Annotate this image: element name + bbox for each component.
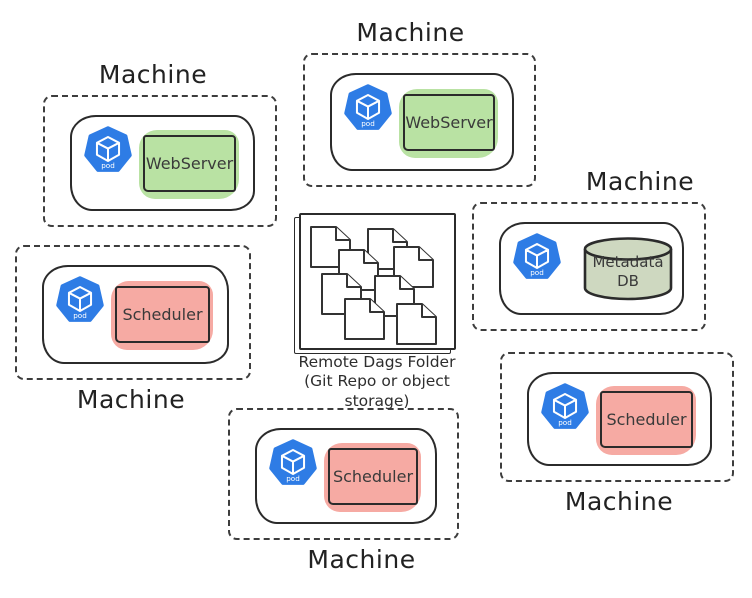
scheduler-box: Scheduler	[596, 385, 696, 455]
pod-icon: pod	[269, 439, 317, 485]
scheduler-label: Scheduler	[332, 466, 414, 486]
scheduler-frame	[600, 390, 693, 448]
machine-label: Machine	[585, 167, 695, 196]
pod-icon-label: pod	[558, 418, 572, 427]
document-icon	[396, 303, 437, 345]
scheduler-box: Scheduler	[324, 442, 421, 512]
scheduler-box: Scheduler	[111, 281, 213, 350]
pod-icon: pod	[513, 233, 561, 279]
webserver-box: WebServer	[139, 129, 239, 199]
webserver-frame	[143, 134, 236, 192]
machine-node: pod Scheduler	[255, 428, 437, 524]
pod-icon-label: pod	[101, 161, 115, 170]
pod-icon: pod	[56, 276, 104, 322]
machine-label: Machine	[98, 60, 208, 89]
pod-icon-label: pod	[361, 119, 375, 128]
document-icon	[393, 246, 434, 288]
dags-folder-caption: Remote Dags Folder (Git Repo or object s…	[298, 353, 456, 410]
machine-label: Machine	[307, 545, 416, 574]
dags-folder-panel	[299, 213, 456, 350]
pod-icon: pod	[84, 126, 132, 172]
machine-right: Machine pod Metadata DB	[472, 167, 706, 331]
pod-icon: pod	[344, 84, 392, 130]
scheduler-fill	[324, 442, 421, 512]
machine-mid-left: Machine pod Scheduler	[15, 245, 251, 414]
scheduler-frame	[115, 286, 210, 343]
machine-node: pod WebServer	[330, 73, 514, 171]
metadata-db-cylinder: Metadata DB	[582, 236, 674, 302]
machine-node: pod Scheduler	[42, 265, 229, 364]
machine-top-left: Machine pod WebServer	[43, 60, 277, 227]
webserver-frame	[403, 93, 495, 151]
pod-icon-label: pod	[530, 268, 544, 277]
machine-bottom-right: Machine pod Scheduler	[500, 352, 734, 516]
cylinder-icon	[583, 236, 673, 300]
webserver-label: WebServer	[405, 112, 493, 132]
machine-top-center: Machine pod WebServer	[303, 18, 536, 187]
machine-label: Machine	[356, 18, 465, 47]
pod-icon: pod	[541, 383, 589, 429]
metadata-db-label: Metadata DB	[592, 252, 664, 291]
pod-icon-label: pod	[73, 311, 87, 320]
webserver-fill	[399, 88, 498, 158]
scheduler-label: Scheduler	[122, 305, 203, 324]
pod-icon-label: pod	[286, 474, 300, 483]
webserver-fill	[139, 129, 239, 199]
machine-bottom-center: Machine pod Scheduler	[228, 408, 459, 574]
machine-label: Machine	[564, 487, 674, 516]
machine-node: pod WebServer	[70, 115, 255, 211]
document-icon	[344, 298, 385, 340]
machine-label: Machine	[76, 385, 186, 414]
scheduler-fill	[596, 385, 696, 455]
scheduler-fill	[111, 281, 213, 350]
webserver-box: WebServer	[399, 88, 498, 158]
machine-node: pod Scheduler	[527, 372, 712, 466]
machine-node: pod Metadata DB	[499, 222, 684, 315]
scheduler-frame	[328, 447, 418, 505]
scheduler-label: Scheduler	[606, 409, 687, 429]
webserver-label: WebServer	[145, 153, 234, 173]
